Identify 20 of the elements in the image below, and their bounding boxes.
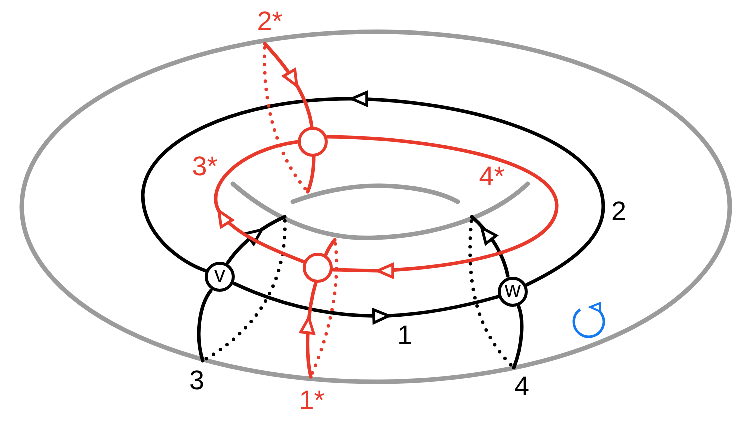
curved-arrow xyxy=(141,90,606,287)
edge-label: 3 xyxy=(189,368,205,394)
curved-arrow xyxy=(326,135,559,280)
vertex-circle: w xyxy=(498,277,528,307)
edge-label: 3* xyxy=(192,154,218,180)
curved-arrow xyxy=(233,282,500,326)
edge-label: 4 xyxy=(514,374,530,400)
vertex-circle xyxy=(303,253,333,283)
loop-arrow xyxy=(468,215,524,370)
edge-label: 2* xyxy=(257,8,283,36)
loop-arrow xyxy=(262,42,316,194)
edge-label: 2 xyxy=(611,198,627,226)
vertex-circle: v xyxy=(205,262,235,292)
loop-arrow xyxy=(197,215,287,363)
vertex-circle xyxy=(298,127,328,157)
edge-label: 4* xyxy=(479,164,505,190)
edge-label: 1 xyxy=(397,322,413,350)
edge-label: 1* xyxy=(299,388,325,414)
curved-arrow xyxy=(214,140,306,264)
loop-arrow xyxy=(298,238,339,379)
